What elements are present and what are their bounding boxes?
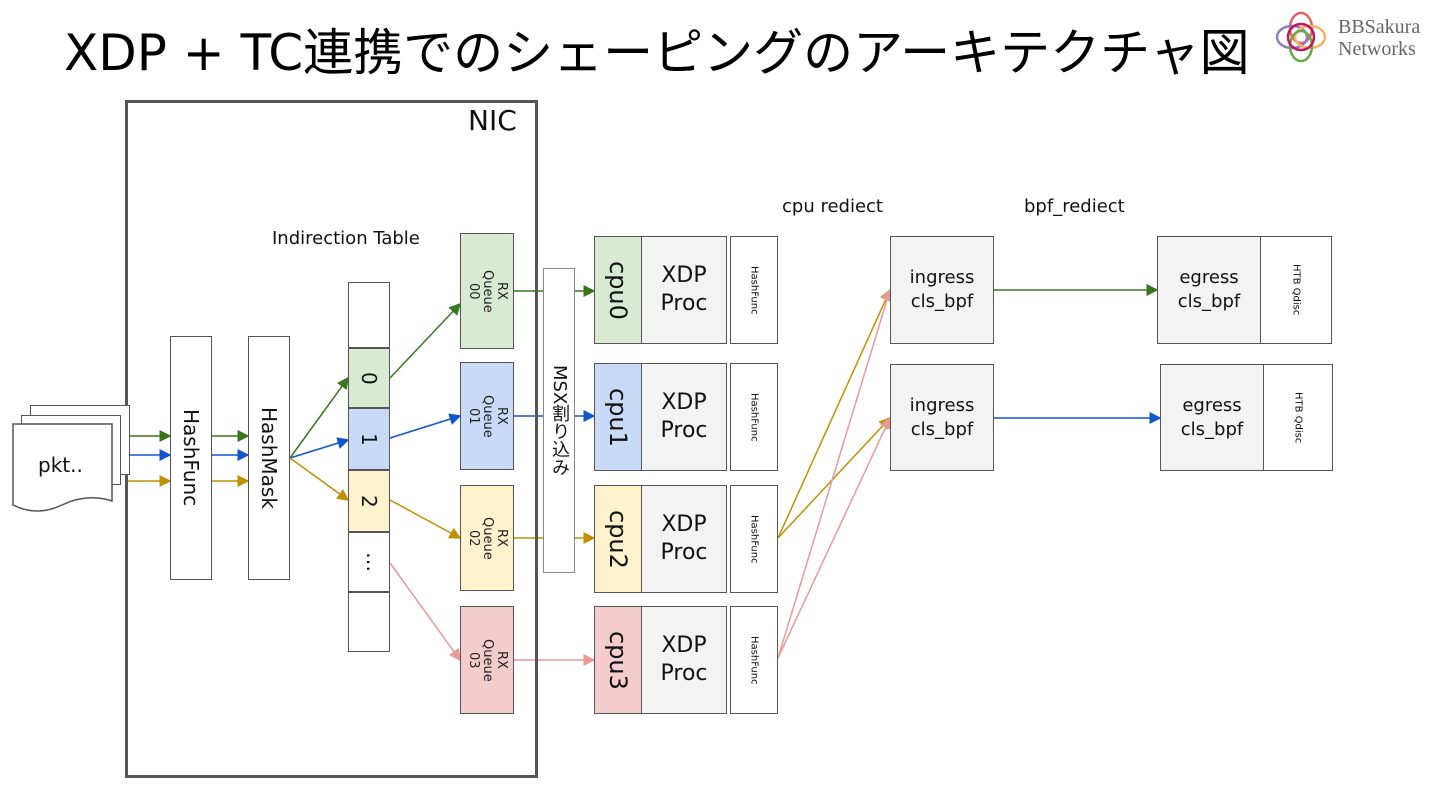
- indirection-entry-0: 0: [348, 348, 390, 408]
- packet-label: pkt..: [38, 453, 83, 477]
- logo-text-line1: BBSakura: [1338, 16, 1421, 38]
- arrow-entry3-rxq03: [389, 562, 461, 662]
- arrow-hashmask-entry0: [289, 376, 349, 459]
- arrow-entry1-rxq01: [389, 413, 462, 439]
- nic-label: NIC: [468, 104, 517, 137]
- page-title: XDP + TC連携でのシェーピングのアーキテクチャ図: [64, 24, 1250, 82]
- hashmask-label: HashMask: [257, 407, 281, 509]
- hashfunc-label: HashFunc: [179, 409, 203, 507]
- arrow-hashmask-entry1: [289, 437, 350, 459]
- cpu2-box: cpu2: [594, 485, 642, 593]
- indirection-table-label: Indirection Table: [272, 228, 420, 249]
- logo-mark-icon: [1275, 11, 1327, 63]
- arrow-entry2-rxq02: [389, 499, 462, 539]
- indirection-entry-2: 2: [348, 470, 390, 532]
- htb-qdisc-0: HTB Qdisc: [1260, 236, 1332, 344]
- msx-interrupt-label: MSX割り込み: [549, 364, 570, 477]
- hashfunc-box: HashFunc: [170, 336, 212, 580]
- arrow-cpu3-ingress1: [777, 416, 891, 659]
- indirection-entry-ellipsis: ⋯: [348, 532, 390, 592]
- cpu-redirect-label: cpu rediect: [782, 196, 883, 217]
- logo-text-line2: Networks: [1338, 38, 1416, 60]
- packet-document-icon: [12, 423, 113, 512]
- cpu3-hashfunc: HashFunc: [730, 606, 778, 714]
- packet-stack: pkt..: [12, 405, 132, 515]
- hashmask-box: HashMask: [248, 336, 290, 580]
- htb-qdisc-1: HTB Qdisc: [1263, 364, 1333, 471]
- arrow-cpu3-ingress0: [777, 288, 893, 659]
- arrow-cpu2-ingress0: [777, 288, 892, 539]
- indirection-table-top: [348, 282, 390, 348]
- company-logo: BBSakura Networks: [1272, 8, 1432, 68]
- cpu0-box: cpu0: [594, 236, 642, 344]
- cpu0-hashfunc: HashFunc: [730, 236, 778, 344]
- cpu1-hashfunc: HashFunc: [730, 363, 778, 471]
- arrow-entry0-rxq00: [389, 302, 462, 379]
- indirection-table-bottom: [348, 592, 390, 652]
- bpf-redirect-label: bpf_rediect: [1024, 196, 1125, 217]
- cpu3-box: cpu3: [594, 606, 642, 714]
- indirection-entry-1: 1: [348, 408, 390, 470]
- arrow-cpu2-ingress1: [777, 416, 892, 539]
- msx-interrupt-box: MSX割り込み: [543, 268, 575, 573]
- arrow-hashmask-entry2: [289, 457, 350, 501]
- cpu1-box: cpu1: [594, 363, 642, 471]
- cpu2-hashfunc: HashFunc: [730, 485, 778, 593]
